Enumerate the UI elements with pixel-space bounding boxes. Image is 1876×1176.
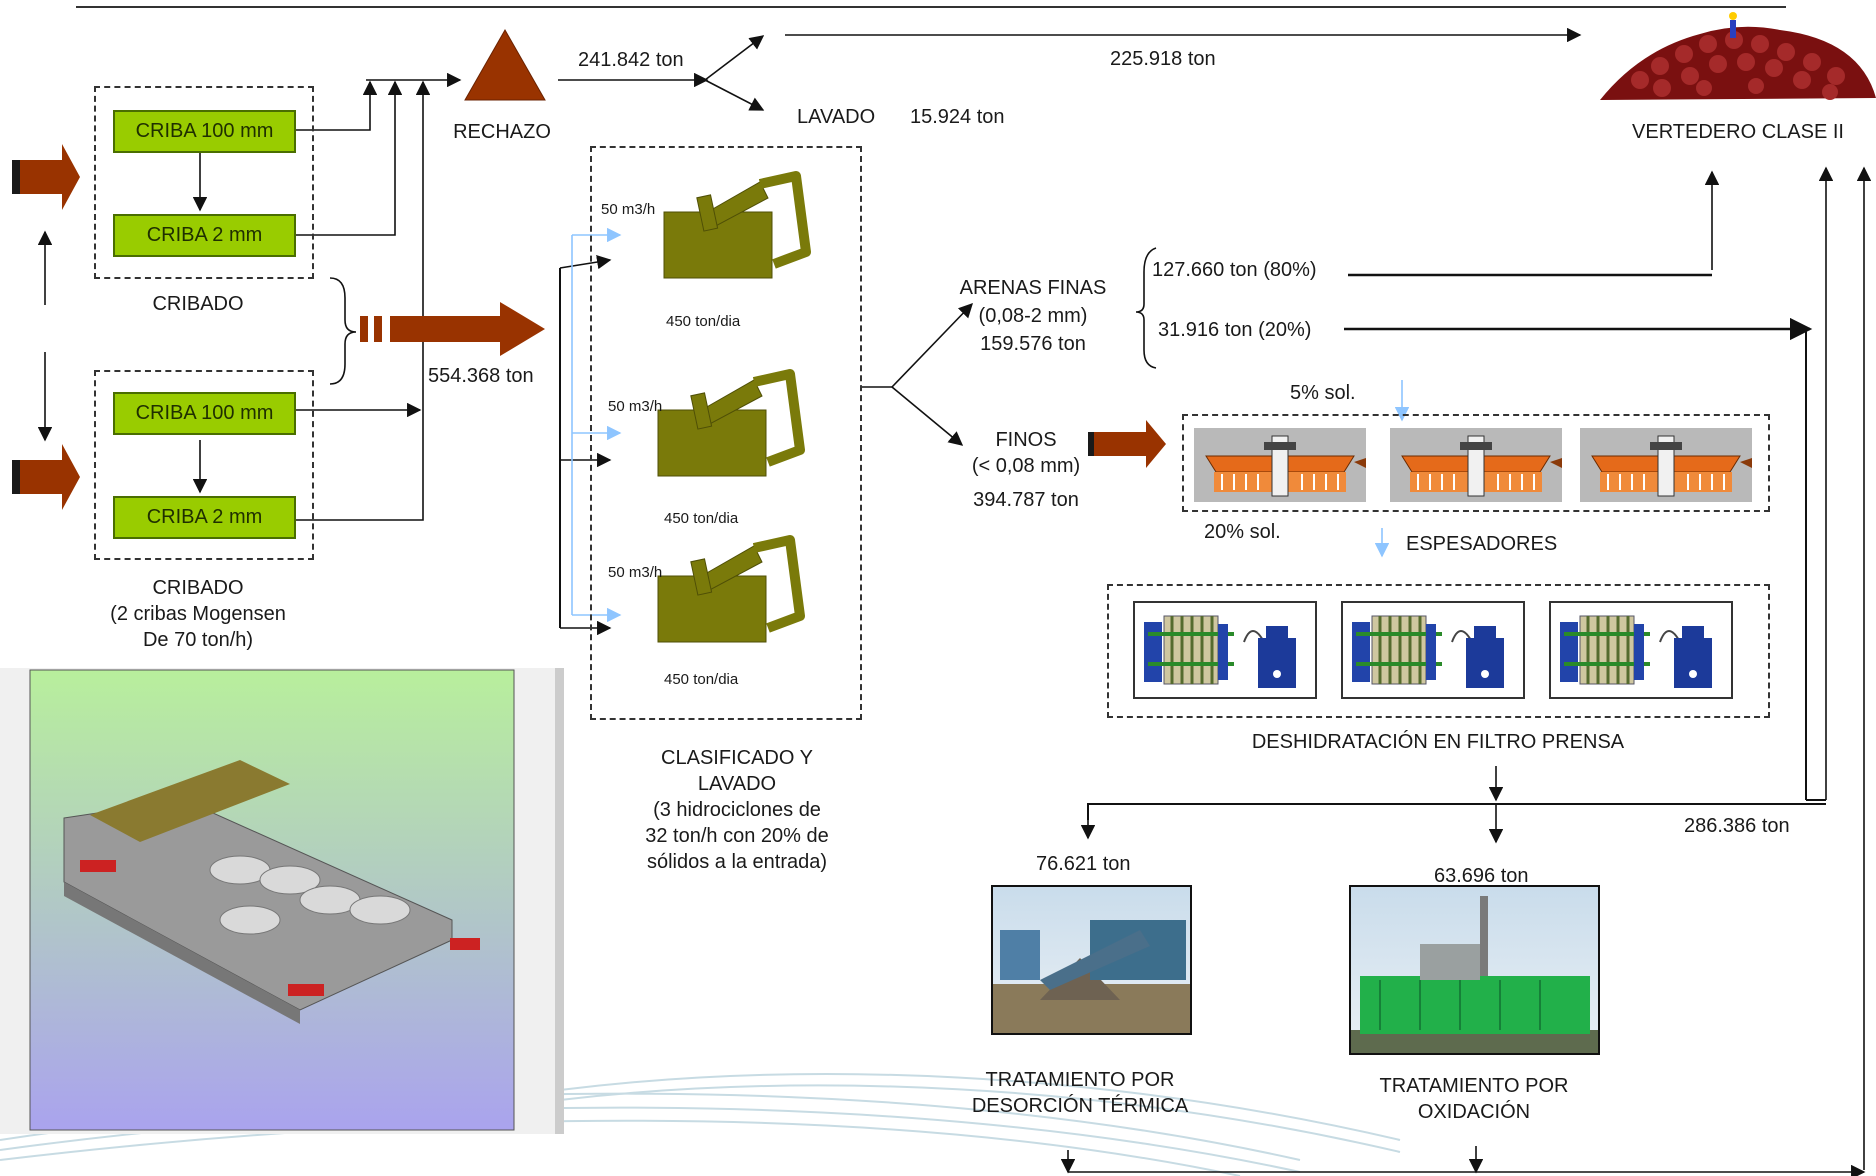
desorcion-label-1: TRATAMIENTO POR (985, 1069, 1175, 1091)
rechazo-label: RECHAZO (453, 121, 551, 143)
cribado-bottom-label-2: (2 cribas Mogensen (110, 603, 286, 625)
espesadores-group (1182, 414, 1770, 512)
finos-label-3: 394.787 ton (973, 489, 1079, 511)
espesadores-label: ESPESADORES (1406, 533, 1558, 555)
clasificado-caption-5: sólidos a la entrada) (646, 851, 828, 873)
cribado-top-group (94, 86, 314, 279)
cribado-bottom-label-1: CRIBADO (152, 577, 244, 599)
input-flow-arrow (12, 144, 80, 210)
cribado-bottom-label-3: De 70 ton/h) (142, 629, 254, 651)
oxidation-plant-photo (1349, 885, 1600, 1055)
rechazo-tonnage: 241.842 ton (578, 49, 684, 71)
criba-2mm-top: CRIBA 2 mm (113, 214, 296, 257)
lavado-label: LAVADO (797, 106, 876, 128)
filtro-prensa-label: DESHIDRATACIÓN EN FILTRO PRENSA (1251, 731, 1625, 753)
criba-100mm-bottom: CRIBA 100 mm (113, 392, 296, 435)
arenas-label-3: 159.576 ton (980, 333, 1086, 355)
hydro-1-capacity: 450 ton/dia (666, 313, 741, 330)
hydro-3-capacity: 450 ton/dia (664, 671, 739, 688)
clasificado-group (590, 146, 862, 720)
criba-100mm-top: CRIBA 100 mm (113, 110, 296, 153)
cribado-bottom-group (94, 370, 314, 560)
input-flow-arrow (360, 302, 545, 356)
hydro-2-capacity: 450 ton/dia (664, 510, 739, 527)
arenas-label-1: ARENAS FINAS (959, 277, 1107, 299)
hydro-3-flow: 50 m3/h (608, 564, 663, 581)
desorcion-tonnage: 76.621 ton (1036, 853, 1131, 875)
criba-2mm-bottom: CRIBA 2 mm (113, 496, 296, 539)
lavado-tonnage: 15.924 ton (910, 106, 1005, 128)
oxidacion-tonnage: 63.696 ton (1434, 865, 1529, 887)
to-vertedero-tonnage: 225.918 ton (1110, 48, 1216, 70)
clasificado-caption-2: LAVADO (697, 773, 777, 795)
espesadores-outlet-solids: 20% sol. (1204, 521, 1281, 543)
finos-label-2: (< 0,08 mm) (971, 455, 1081, 477)
clasificado-caption-4: 32 ton/h con 20% de (645, 825, 829, 847)
arenas-split-20: 31.916 ton (20%) (1158, 319, 1312, 341)
input-flow-arrow (12, 444, 80, 510)
rechazo-triangle-icon (464, 28, 546, 101)
desorcion-label-2: DESORCIÓN TÉRMICA (971, 1095, 1189, 1117)
flow-554-label: 554.368 ton (428, 365, 534, 387)
oxidacion-label-2: OXIDACIÓN (1417, 1101, 1531, 1123)
cribado-top-label: CRIBADO (152, 293, 244, 315)
clasificado-caption-1: CLASIFICADO Y (661, 747, 813, 769)
input-flow-arrow (1088, 420, 1166, 468)
vertedero-label: VERTEDERO CLASE II (1632, 121, 1844, 143)
flow-286-label: 286.386 ton (1684, 815, 1790, 837)
landfill-pile-icon (1600, 12, 1876, 100)
clasificado-caption-3: (3 hidrociclones de (653, 799, 821, 821)
thermal-desorption-photo (991, 885, 1192, 1035)
plant-3d-render (0, 668, 564, 1134)
espesadores-inlet-solids: 5% sol. (1290, 382, 1356, 404)
finos-label-1: FINOS (995, 429, 1057, 451)
arenas-label-2: (0,08-2 mm) (978, 305, 1088, 327)
arenas-split-80: 127.660 ton (80%) (1152, 259, 1317, 281)
hydro-2-flow: 50 m3/h (608, 398, 663, 415)
filtro-prensa-group (1107, 584, 1770, 718)
hydro-1-flow: 50 m3/h (601, 201, 656, 218)
oxidacion-label-1: TRATAMIENTO POR (1379, 1075, 1569, 1097)
